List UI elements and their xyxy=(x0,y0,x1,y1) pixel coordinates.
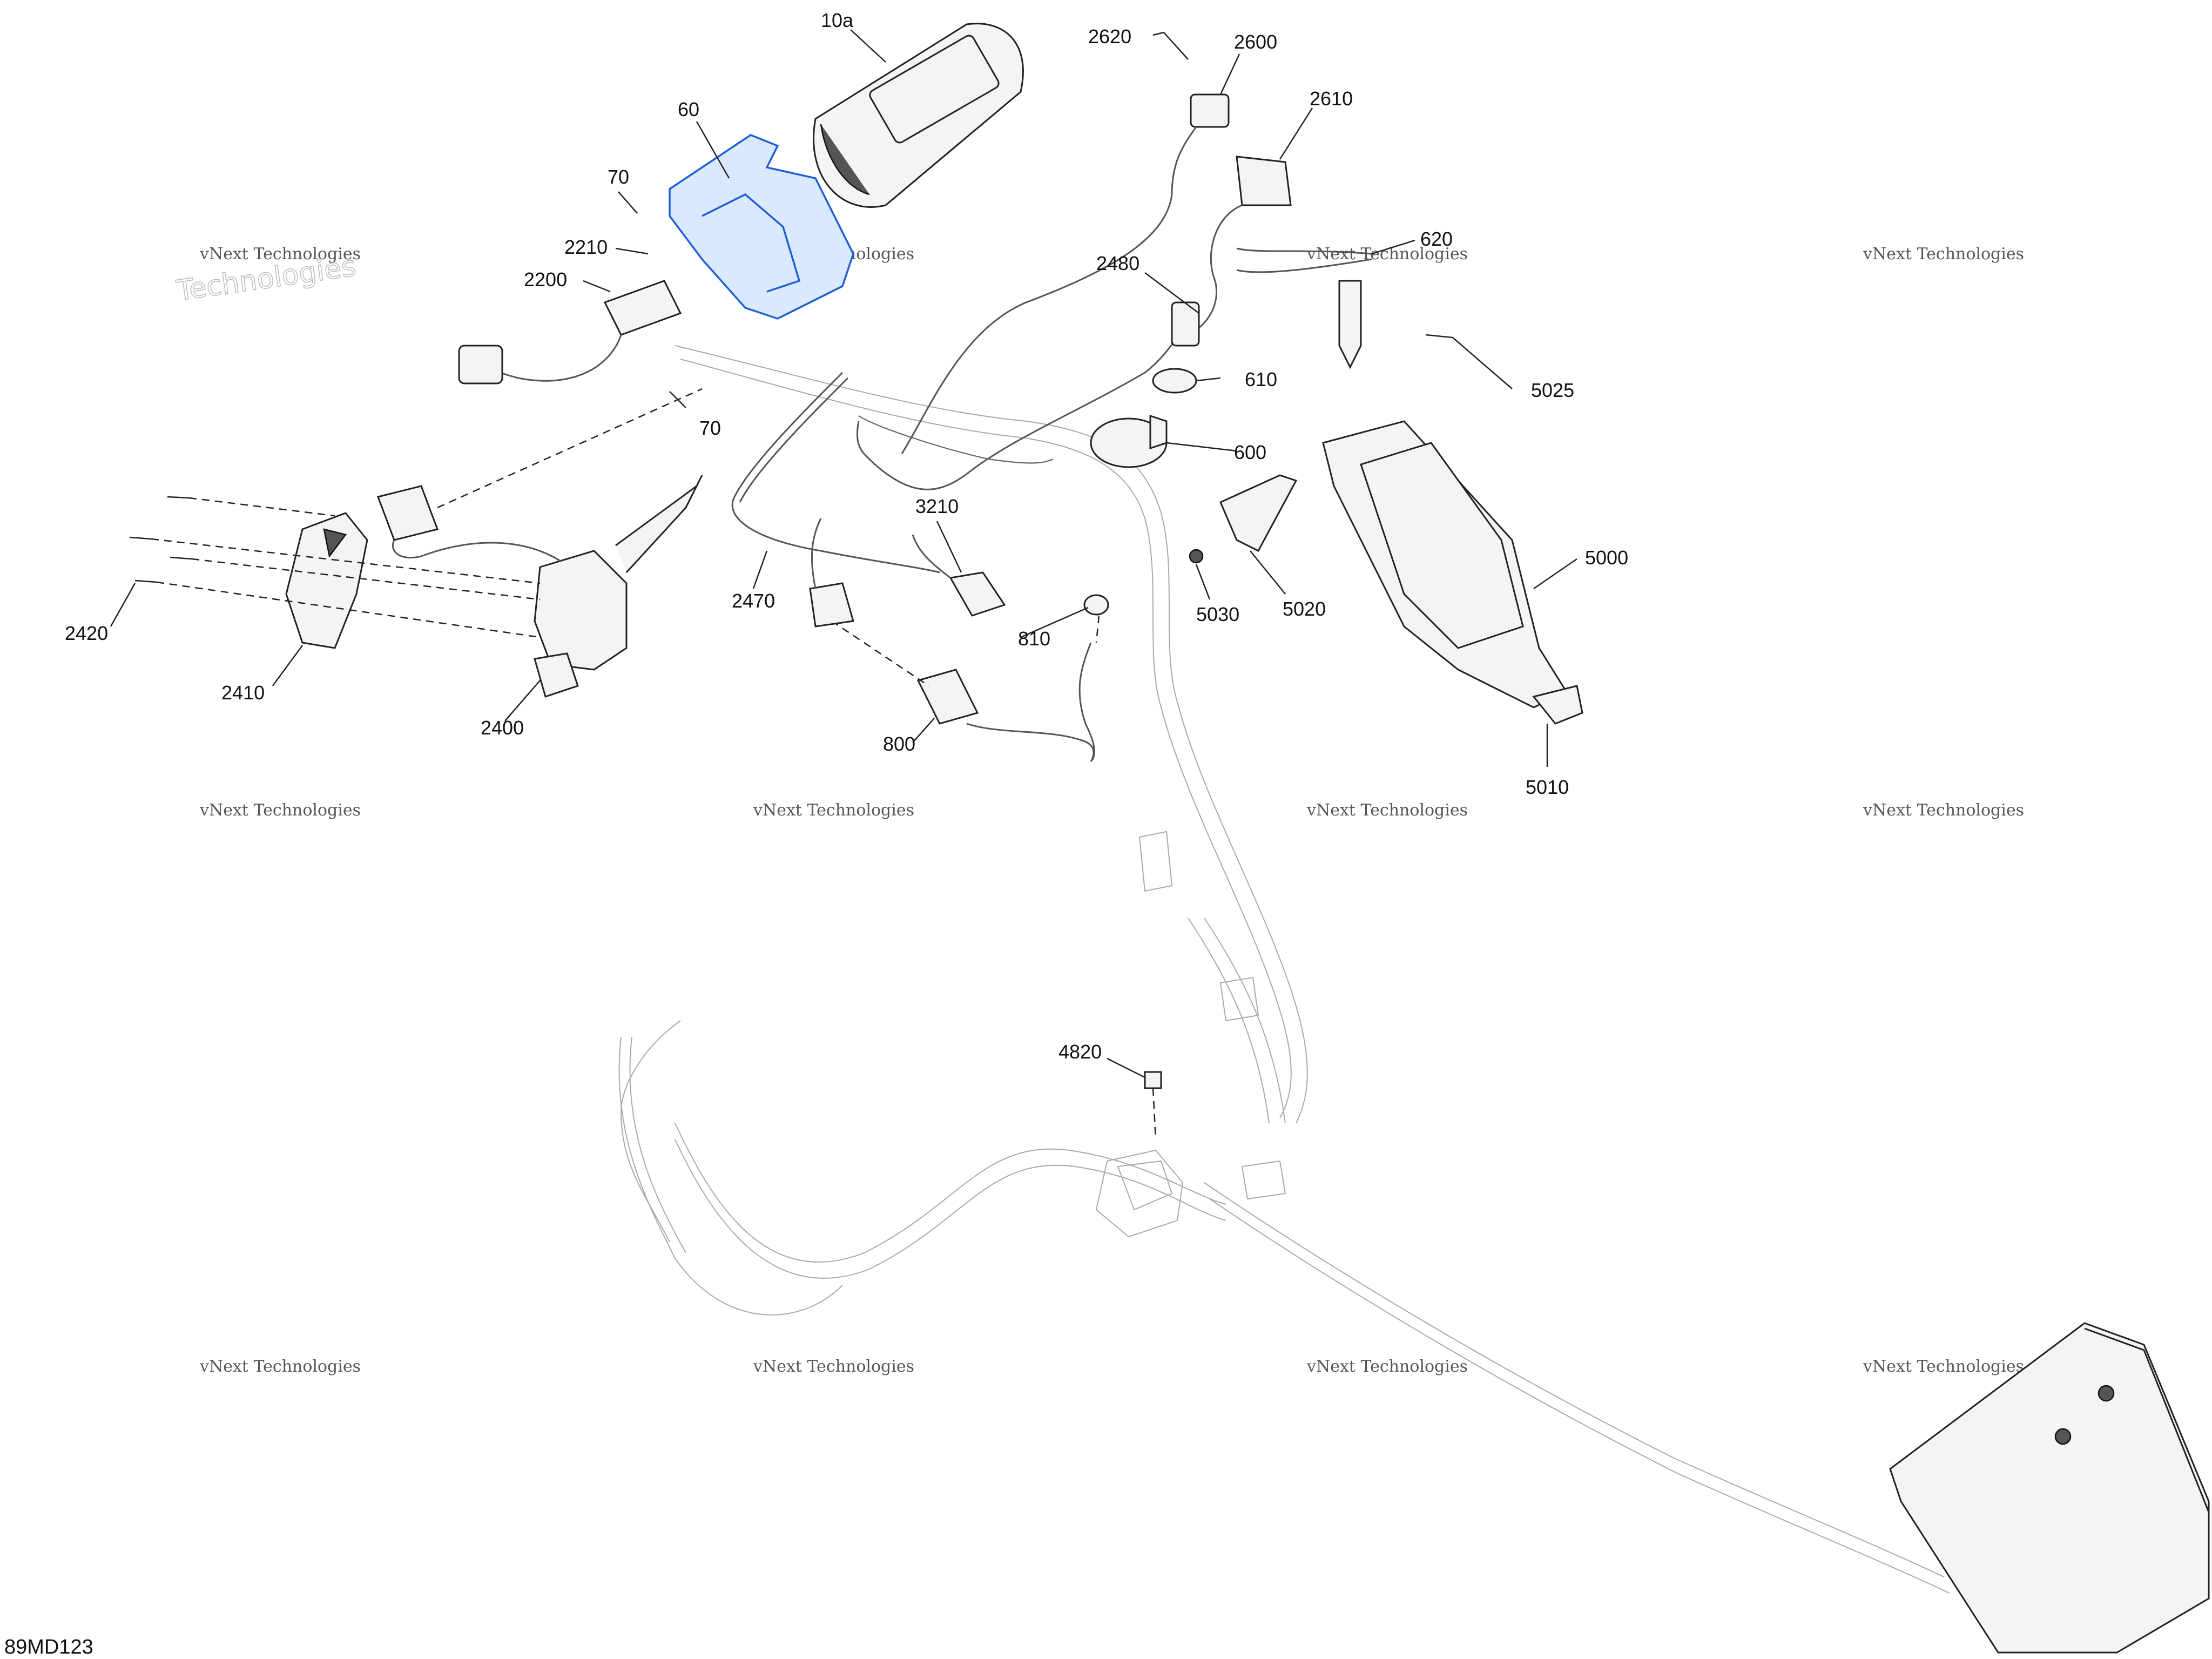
callout-2610: 2610 xyxy=(1310,87,1353,110)
svg-text:vNext Technologies: vNext Technologies xyxy=(1863,801,2024,820)
harness-2480 xyxy=(856,301,1200,490)
cluster-bracket xyxy=(669,134,854,320)
ecu-5000 xyxy=(1322,420,1583,725)
ground-cable xyxy=(620,1020,681,1243)
watermark: vNext Technologies xyxy=(199,1357,361,1376)
connector-mid xyxy=(1219,976,1259,1022)
callout-labels: 10a 60 70 2210 2200 70 2620 2600 2610 24… xyxy=(65,9,1628,1063)
svg-text:vNext Technologies: vNext Technologies xyxy=(1863,1357,2024,1376)
svg-text:vNext Technologies: vNext Technologies xyxy=(199,801,361,820)
buzzer-600 xyxy=(1090,414,1168,468)
screws-2420 xyxy=(129,388,703,638)
callout-2410: 2410 xyxy=(221,682,265,704)
battery-box xyxy=(1889,1322,2210,1654)
callout-5030: 5030 xyxy=(1196,603,1239,625)
callout-60: 60 xyxy=(678,98,699,120)
sensor-800 xyxy=(831,620,1095,762)
watermark: vNext Technologies xyxy=(753,801,914,820)
callout-5025: 5025 xyxy=(1531,379,1574,401)
callout-2200: 2200 xyxy=(524,268,567,291)
connector-3210 xyxy=(912,534,1006,617)
connector-2400 xyxy=(377,485,562,563)
callout-10a: 10a xyxy=(821,9,854,31)
connector-bottom xyxy=(1241,1160,1286,1200)
svg-text:vNext Technologies: vNext Technologies xyxy=(1306,1357,1468,1376)
watermark: vNext Technologies xyxy=(199,801,361,820)
callout-5020: 5020 xyxy=(1283,598,1326,620)
watermark: vNext Technologies xyxy=(1306,801,1468,820)
svg-text:vNext Technologies: vNext Technologies xyxy=(199,245,361,264)
switch-2600 xyxy=(901,32,1230,454)
watermark: vNext Technologies xyxy=(1306,1357,1468,1376)
switch-2400 xyxy=(534,475,703,698)
connector-2470 xyxy=(809,518,854,628)
svg-text:vNext Technologies: vNext Technologies xyxy=(1306,245,1468,264)
connector-2200 xyxy=(458,280,682,385)
callout-600: 600 xyxy=(1234,441,1266,463)
callout-70-b: 70 xyxy=(699,417,721,439)
instrument-cluster xyxy=(813,23,1024,208)
callout-2600: 2600 xyxy=(1234,31,1277,53)
coiled-cord xyxy=(1236,247,1372,369)
bolt-5025 xyxy=(1425,334,1453,339)
watermark: vNext Technologies xyxy=(1863,1357,2024,1376)
callout-620: 620 xyxy=(1420,228,1453,250)
callout-810: 810 xyxy=(1018,628,1050,650)
callout-800: 800 xyxy=(883,733,915,755)
connector-2610 xyxy=(1188,156,1292,336)
watermark-layer: vNext Technologies Technologies vNext Te… xyxy=(174,245,2024,1376)
sensor-810 xyxy=(1078,594,1109,763)
grommet-610 xyxy=(1152,368,1197,394)
switch-housing-2410 xyxy=(285,512,368,649)
callout-610: 610 xyxy=(1245,368,1277,390)
diagram-id: 89MD123 xyxy=(4,1636,93,1658)
callout-2210: 2210 xyxy=(564,236,608,258)
callout-5000: 5000 xyxy=(1585,547,1628,569)
harness-2470 xyxy=(731,372,1054,574)
main-wiring-harness xyxy=(618,345,1950,1594)
svg-text:vNext Technologies: vNext Technologies xyxy=(199,1357,361,1376)
callout-2420: 2420 xyxy=(65,622,108,644)
callout-2480: 2480 xyxy=(1096,252,1139,274)
watermark: vNext Technologies xyxy=(1306,245,1468,264)
callout-leaders xyxy=(110,29,1577,1078)
nut-4820 xyxy=(1144,1071,1162,1140)
svg-text:vNext Technologies: vNext Technologies xyxy=(1306,801,1468,820)
callout-2400: 2400 xyxy=(481,717,524,739)
bracket-5020 xyxy=(1189,474,1298,564)
svg-text:vNext Technologies: vNext Technologies xyxy=(753,801,914,820)
watermark: vNext Technologies Technologies xyxy=(174,245,361,308)
watermark: vNext Technologies xyxy=(753,1357,914,1376)
watermark: vNext Technologies xyxy=(1863,801,2024,820)
connector-left xyxy=(1138,831,1173,892)
svg-text:vNext Technologies: vNext Technologies xyxy=(753,1357,914,1376)
relay-bottom xyxy=(1095,1149,1184,1238)
callout-70: 70 xyxy=(608,166,629,188)
callout-3210: 3210 xyxy=(915,495,959,517)
callout-5010: 5010 xyxy=(1526,776,1569,798)
callout-2470: 2470 xyxy=(732,590,775,612)
watermark: vNext Technologies xyxy=(1863,245,2024,264)
callout-2620: 2620 xyxy=(1088,25,1131,48)
svg-text:vNext Technologies: vNext Technologies xyxy=(1863,245,2024,264)
callout-4820: 4820 xyxy=(1058,1041,1102,1063)
